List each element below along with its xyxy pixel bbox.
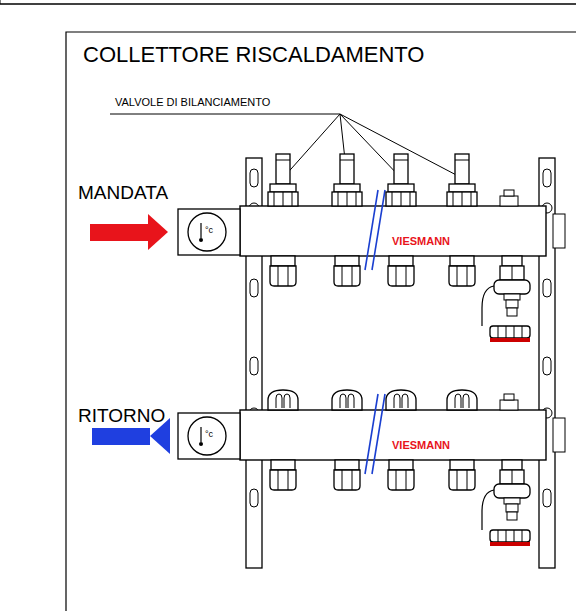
inlet-label: MANDATA xyxy=(78,183,168,202)
gauge-unit: °c xyxy=(205,430,213,439)
return-label: RITORNO xyxy=(78,406,165,425)
brand-mark: VIESMANN xyxy=(392,236,450,247)
gauge-unit: °c xyxy=(205,226,213,235)
diagram-title: COLLETTORE RISCALDAMENTO xyxy=(83,44,424,66)
callout-label: VALVOLE DI BILANCIAMENTO xyxy=(115,97,270,108)
brand-mark: VIESMANN xyxy=(392,440,450,451)
